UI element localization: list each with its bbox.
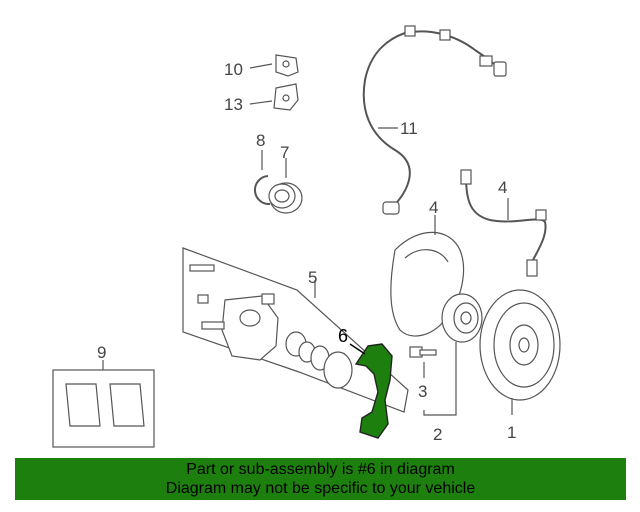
banner-line-2: Diagram may not be specific to your vehi… [165,480,476,497]
part-4-dust-shield-detail [404,249,449,263]
callout-4: 4 [429,198,438,217]
part-12-bracket [275,54,299,77]
leader-12 [249,63,273,69]
callout-13: 13 [224,95,243,114]
callout-12: 10 [224,60,243,79]
callout-6[interactable]: 6 [338,326,348,346]
callout-5: 5 [308,268,317,287]
part-9-brake-pads [65,383,145,427]
part-11-abs-sensor-wire [362,25,507,215]
part-1-brake-disc [479,289,561,401]
callout-3: 3 [418,382,427,401]
leader-13 [249,100,273,105]
callout-8: 8 [256,131,265,150]
part-3-bolt [409,346,437,358]
callout-11: 11 [400,119,418,138]
part-8-snap-ring [253,175,271,206]
part-13-bracket [273,83,299,111]
part-7-bearing [268,182,303,214]
part-2-hub [441,293,483,343]
part-5-caliper-assembly [189,264,353,389]
part-5-caliper-group-box [182,247,409,413]
callout-10: 4 [498,178,507,197]
callout-7: 7 [280,143,289,162]
part-info-banner: Part or sub-assembly is #6 in diagram Di… [15,458,626,500]
part-6-caliper-bracket[interactable] [354,343,393,439]
part-10-brake-hose [460,169,547,277]
banner-line-1: Part or sub-assembly is #6 in diagram [186,461,455,478]
leader-2 [423,342,457,416]
leader-6 [349,343,366,355]
callout-1: 1 [507,423,516,442]
callout-2: 2 [433,425,442,444]
callout-9: 9 [97,343,106,362]
